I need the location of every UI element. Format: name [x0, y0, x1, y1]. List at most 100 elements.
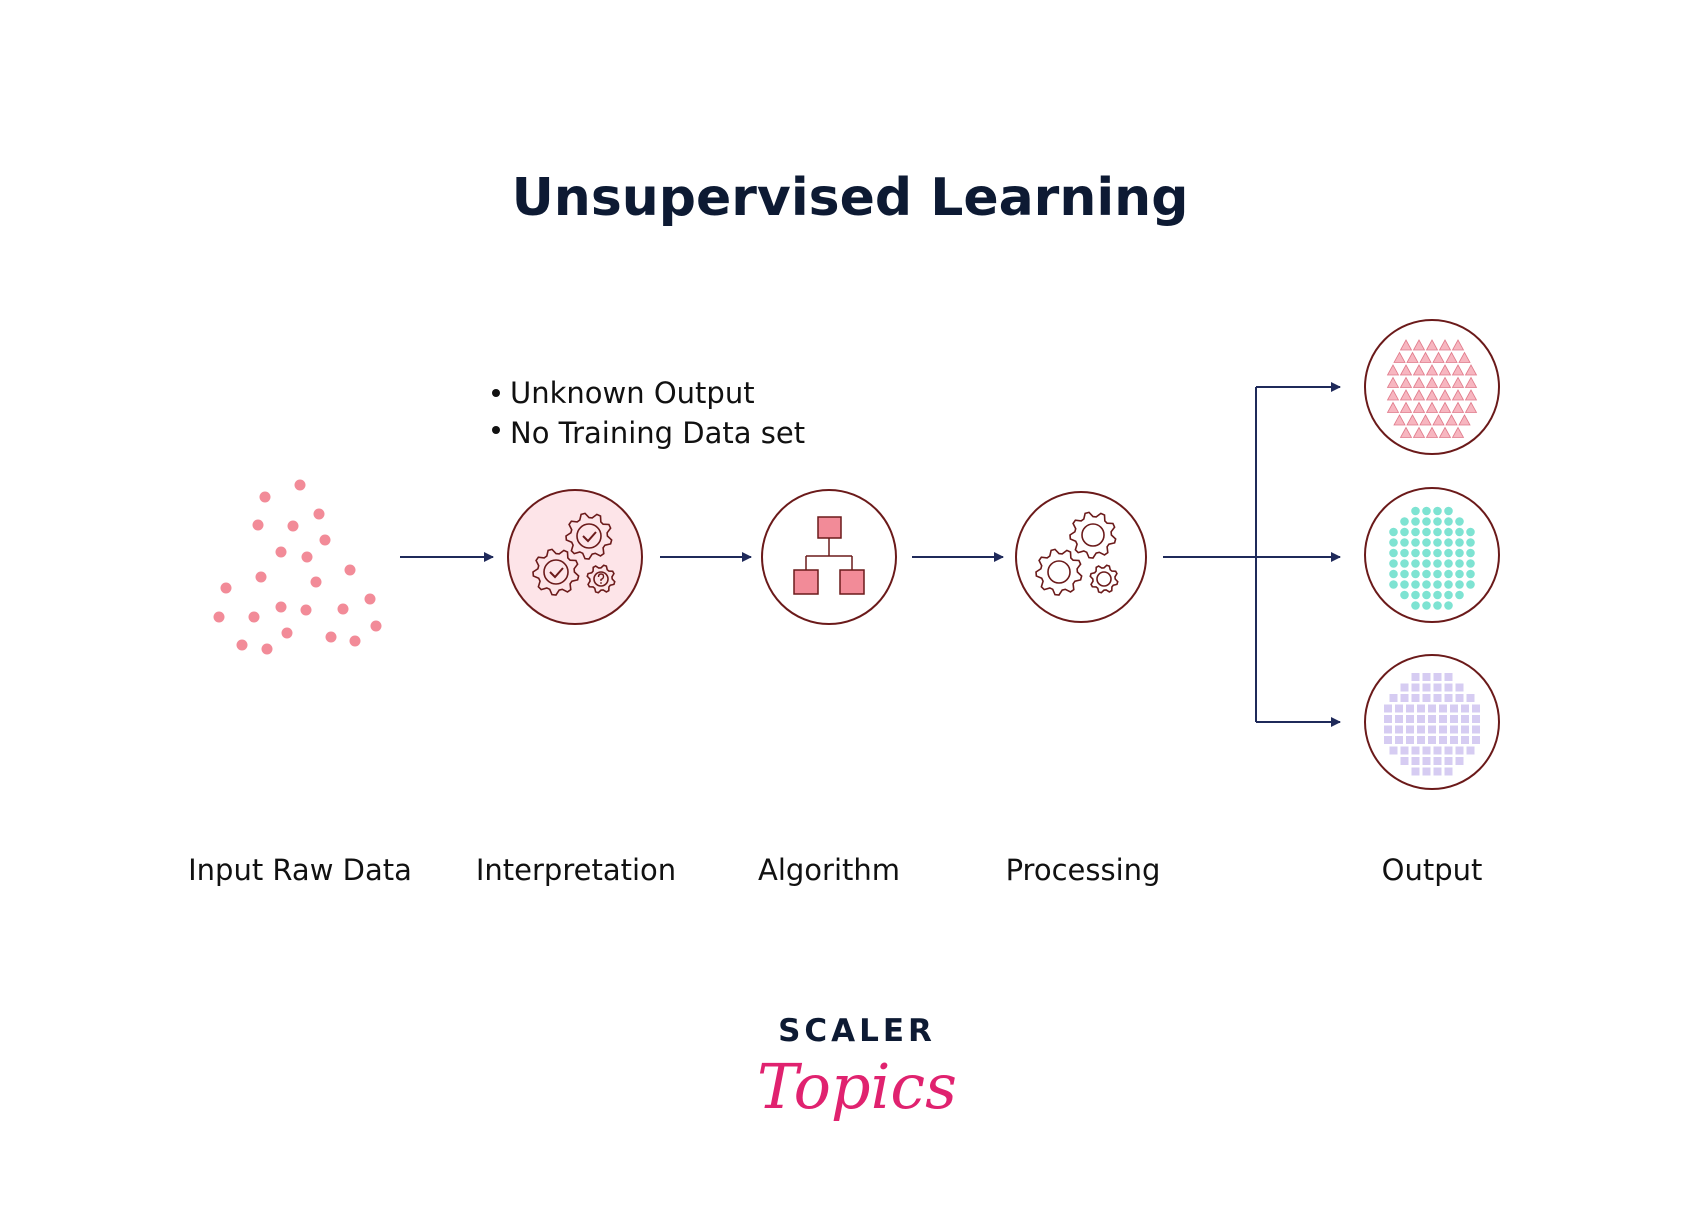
square-point [1472, 736, 1480, 744]
square-cluster-icon [1384, 673, 1480, 776]
square-point [1395, 736, 1403, 744]
circle-point [1411, 559, 1420, 568]
square-point [1384, 715, 1392, 723]
circle-point [1389, 527, 1398, 537]
circle-point [1389, 580, 1398, 589]
triangle-point [1399, 364, 1413, 376]
check-mark [582, 531, 597, 543]
triangle-point [1393, 351, 1406, 363]
gear-outline [532, 548, 580, 596]
hierarchy-flowchart-icon [793, 516, 865, 595]
square-point [1433, 757, 1442, 765]
square-point [1384, 725, 1392, 734]
triangle-point [1451, 339, 1465, 351]
circle-point [1422, 559, 1431, 568]
circle-point [1422, 506, 1431, 516]
gear-outline [1035, 548, 1083, 596]
triangle-point [1464, 376, 1478, 388]
square-point [1406, 736, 1414, 744]
circle-point [1411, 506, 1420, 516]
logo-topics: Topics [757, 1050, 957, 1123]
circle-point [1389, 548, 1398, 558]
gear-hub [1081, 523, 1105, 547]
input-raw-data-dots [213, 479, 382, 655]
gear-outline [586, 564, 616, 594]
gear-hub [1096, 571, 1112, 587]
square-point [1455, 694, 1464, 702]
triangle-point [1399, 389, 1413, 401]
square-point [1444, 767, 1453, 776]
circle-point [1422, 538, 1431, 547]
circle-point [1433, 527, 1442, 537]
circle-point [1422, 580, 1431, 589]
raw-data-point [255, 571, 267, 583]
circle-point [1411, 601, 1420, 610]
circle-point [1422, 601, 1431, 610]
processing-node [1015, 491, 1147, 623]
gear-outline [1089, 564, 1119, 594]
square-point [1461, 725, 1469, 734]
square-point [1455, 683, 1464, 692]
note-unknown-output: Unknown Output [510, 376, 755, 410]
circle-point [1411, 548, 1420, 558]
raw-data-point [275, 546, 287, 558]
square-point [1406, 715, 1414, 723]
triangle-point [1445, 414, 1458, 426]
logo-scaler: SCALER [778, 1013, 936, 1049]
triangle-point [1399, 376, 1413, 388]
scaler-topics-logo: SCALER Topics [757, 1013, 957, 1123]
algorithm-node [761, 489, 897, 625]
circle-point [1455, 517, 1464, 526]
output-cluster-triangles [1364, 319, 1500, 455]
triangle-point [1386, 376, 1400, 388]
triangle-point [1419, 414, 1432, 426]
circle-point [1389, 559, 1398, 568]
triangle-point [1386, 401, 1400, 413]
circle-point [1422, 590, 1431, 600]
triangle-point [1438, 426, 1452, 438]
circle-point [1389, 538, 1398, 547]
label-output: Output [1382, 853, 1483, 887]
circle-point [1389, 569, 1398, 579]
gear-hub [576, 523, 602, 549]
square-point [1422, 746, 1431, 755]
raw-data-point [344, 564, 356, 576]
square-point [1384, 736, 1392, 744]
circle-point [1400, 548, 1409, 558]
raw-data-point [236, 639, 248, 651]
square-point [1422, 757, 1431, 765]
square-point [1433, 673, 1442, 681]
square-point [1400, 694, 1409, 702]
square-point [1450, 725, 1458, 734]
circle-point [1400, 590, 1409, 600]
square-point [1461, 704, 1469, 713]
circle-point [1422, 527, 1431, 537]
square-point [1428, 704, 1436, 713]
raw-data-point [261, 643, 273, 655]
note-no-training-data: No Training Data set [510, 416, 805, 450]
circle-point [1433, 569, 1442, 579]
triangle-point [1432, 351, 1445, 363]
circle-point [1466, 569, 1475, 579]
circle-point [1422, 517, 1431, 526]
triangle-point [1412, 426, 1426, 438]
raw-data-point [310, 576, 322, 588]
triangle-point [1399, 339, 1413, 351]
triangle-point [1438, 364, 1452, 376]
circle-point [1400, 517, 1409, 526]
square-point [1455, 757, 1464, 765]
square-point [1422, 673, 1431, 681]
square-point [1389, 746, 1398, 755]
circle-point [1433, 590, 1442, 600]
raw-data-point [370, 620, 382, 632]
circle-point [1466, 527, 1475, 537]
raw-data-point [349, 635, 361, 647]
question-mark [597, 573, 605, 581]
square-point [1444, 673, 1453, 681]
triangle-point [1464, 364, 1478, 376]
square-point [1411, 757, 1420, 765]
circle-point [1444, 569, 1453, 579]
square-point [1444, 746, 1453, 755]
raw-data-point [300, 604, 312, 616]
circle-point [1444, 559, 1453, 568]
